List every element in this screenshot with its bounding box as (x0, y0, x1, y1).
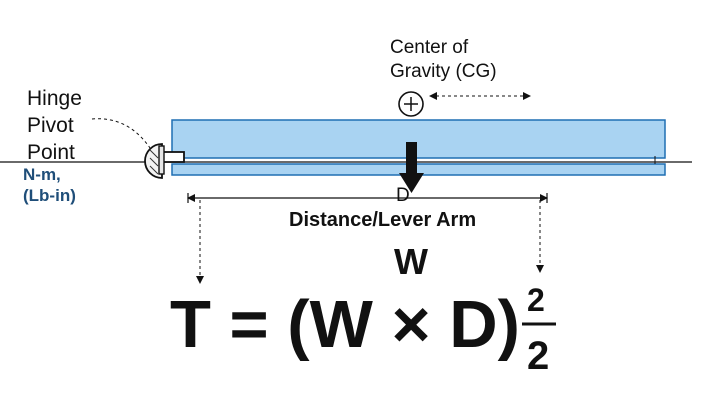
hinge-label-line2: Pivot (27, 114, 74, 137)
formula-denominator: 2 (527, 334, 550, 378)
hinge-pivot-icon (144, 143, 185, 179)
hinge-label-line1: Hinge (27, 87, 82, 110)
units-label-line1: N-m, (23, 165, 61, 184)
weight-symbol: W (394, 241, 428, 282)
units-label-line2: (Lb-in) (23, 186, 76, 205)
cg-crosshair-icon (398, 91, 424, 117)
cg-label-line2: Gravity (CG) (390, 61, 497, 82)
down-arrow-icon (399, 142, 424, 193)
hinge-leader (91, 118, 151, 149)
door-panel (171, 119, 666, 159)
formula-numerator: 2 (527, 282, 545, 318)
distance-label: Distance/Lever Arm (289, 209, 477, 231)
hinge-label-line3: Point (27, 141, 75, 164)
formula-text: T = (W × D) (170, 287, 520, 362)
cg-label-line1: Center of (390, 37, 469, 58)
distance-symbol: D (396, 185, 410, 206)
